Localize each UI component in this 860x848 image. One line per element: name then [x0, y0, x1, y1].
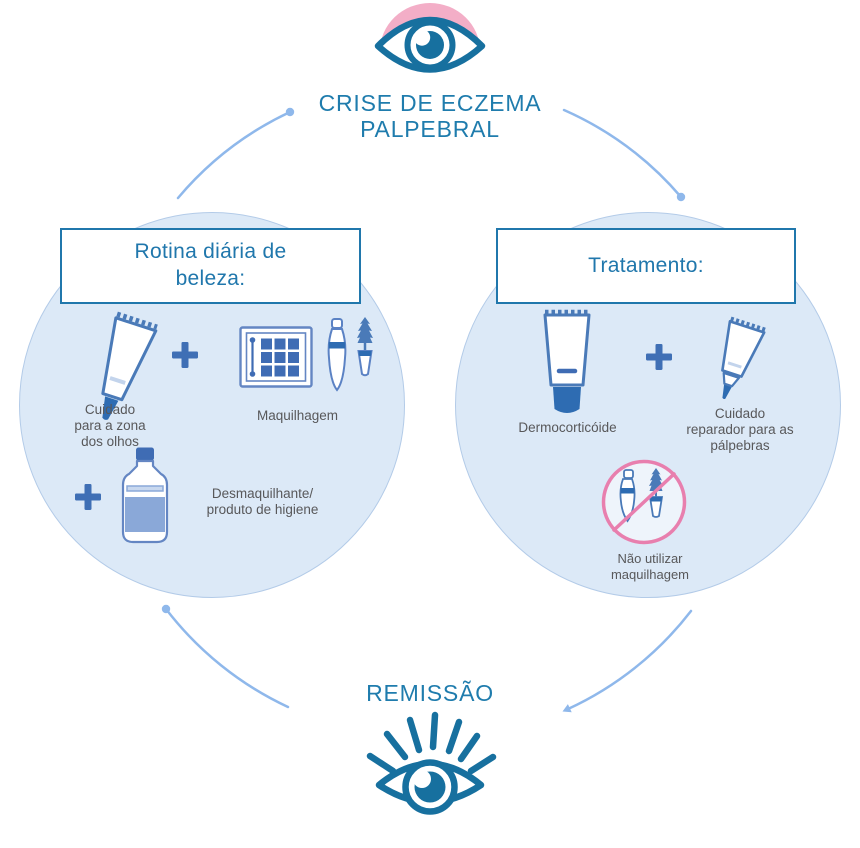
label-corticoid: Dermocorticóide	[495, 420, 640, 436]
eye-open-pink-eyelid-icon	[374, 3, 486, 79]
repair-cream-tube-icon	[700, 314, 770, 409]
label-cleanser: Desmaquilhante/ produto de higiene	[175, 486, 350, 518]
plus-icon	[172, 342, 198, 368]
remission-title-text: REMISSÃO	[366, 680, 494, 706]
label-eye-area-care: Cuidado para a zona dos olhos	[40, 402, 180, 451]
arrow-right-circle-to-remission	[566, 609, 693, 711]
right-header-line1: Tratamento:	[588, 253, 704, 277]
arrow-crisis-to-right-circle	[562, 108, 683, 199]
left-circle-header: Rotina diária de beleza:	[60, 228, 361, 304]
left-header-line1: Rotina diária de	[134, 240, 287, 264]
label-line: Maquilhagem	[256, 408, 339, 423]
label-line: Dermocorticóide	[518, 420, 617, 435]
arrow-left-circle-to-crisis	[176, 110, 292, 200]
crisis-title-line2: PALPEBRAL	[360, 116, 500, 142]
makeup-palette-icon	[239, 326, 313, 388]
label-line: Cuidado	[714, 406, 766, 421]
label-line: reparador para as	[686, 422, 794, 438]
eye-cream-tube-icon	[76, 310, 166, 425]
arrow-remission-to-left-circle	[164, 607, 290, 709]
no-makeup-prohibition-icon	[597, 455, 691, 549]
label-line: dos olhos	[81, 434, 139, 450]
label-line: produto de higiene	[206, 502, 319, 518]
crisis-title: CRISE DE ECZEMA PALPEBRAL	[280, 90, 580, 142]
label-line: Não utilizar	[617, 551, 683, 566]
cleanser-bottle-icon	[116, 446, 174, 546]
plus-icon	[75, 484, 101, 510]
label-line: Cuidado	[84, 402, 136, 417]
label-repair-care: Cuidado reparador para as pálpebras	[665, 406, 815, 455]
plus-icon	[646, 344, 672, 370]
crisis-title-line1: CRISE DE ECZEMA	[318, 90, 542, 116]
label-line: maquilhagem	[610, 566, 690, 582]
label-makeup: Maquilhagem	[230, 408, 365, 424]
mascara-icon	[320, 316, 380, 396]
label-line: pálpebras	[710, 438, 770, 454]
label-line: Desmaquilhante/	[211, 486, 314, 501]
label-line: para a zona	[74, 418, 146, 434]
right-circle-header: Tratamento:	[496, 228, 796, 304]
remission-title: REMISSÃO	[305, 680, 555, 706]
left-header-line2: beleza:	[175, 267, 246, 290]
corticoid-cream-tube-icon	[536, 306, 598, 418]
label-no-makeup: Não utilizar maquilhagem	[580, 551, 720, 582]
eye-open-lashes-icon	[352, 711, 508, 816]
